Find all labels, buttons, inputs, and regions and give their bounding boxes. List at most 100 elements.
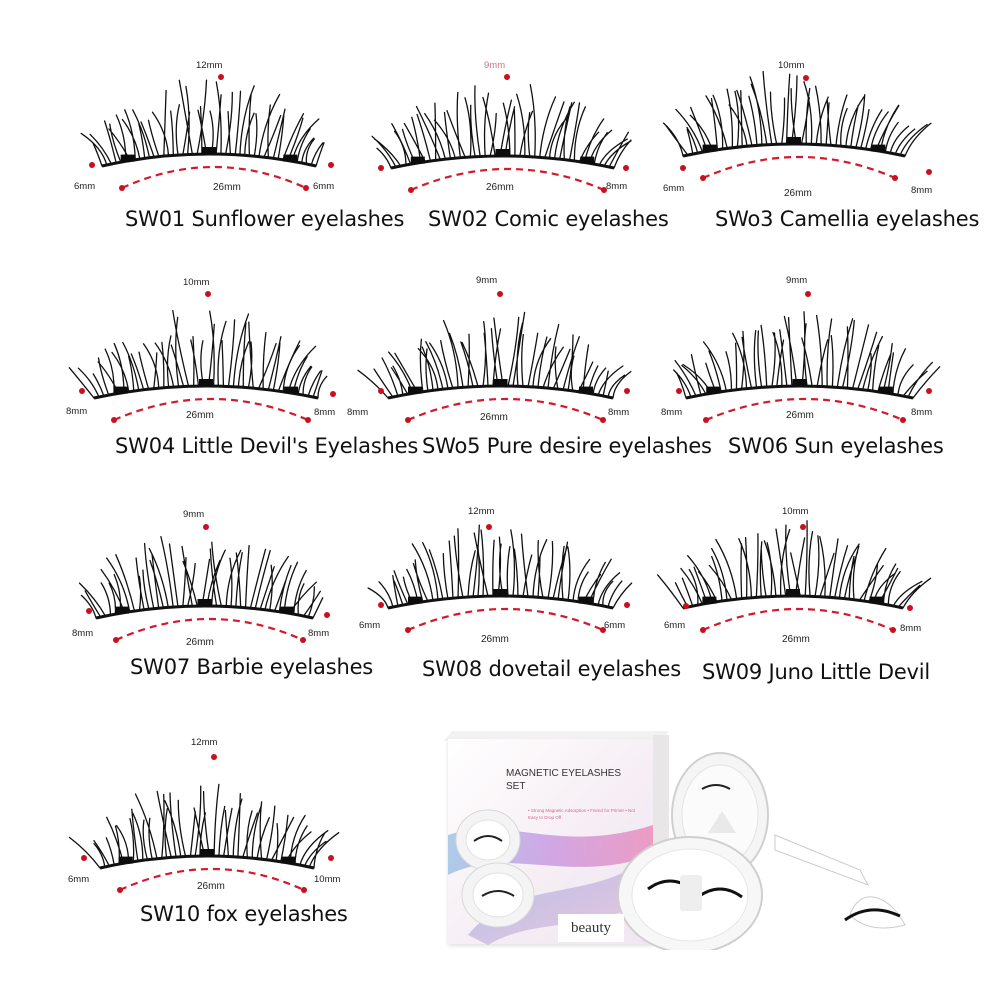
measure-dot [305,417,311,423]
magnet [408,596,422,604]
measure-dot [328,855,334,861]
width-arc [407,397,604,422]
magnet [579,596,593,604]
top-length-label: 9mm [183,509,205,520]
width-label: 26mm [481,634,509,645]
measure-dot [303,185,309,191]
width-label: 26mm [480,412,508,423]
right-length-label: 8mm [308,628,330,639]
measure-dot [683,603,689,609]
magnet [115,606,129,614]
measure-dot [79,388,85,394]
lash-strands [662,70,932,157]
measure-dot [378,602,384,608]
measure-dot [601,187,607,193]
width-label: 26mm [213,182,241,193]
magnet [878,386,893,394]
measure-dot [405,627,411,633]
magnet [408,386,422,394]
magnet [284,386,299,394]
style-name: SWo3 Camellia eyelashes [715,207,980,231]
style-name: SW06 Sun eyelashes [728,434,944,458]
width-arc [702,155,896,180]
right-length-label: 8mm [314,407,336,418]
measure-dot [86,608,92,614]
measure-dot [301,887,307,893]
magnet [702,596,717,604]
left-length-label: 8mm [66,406,88,417]
style-name: SW01 Sunflower eyelashes [125,207,405,231]
width-arc [121,165,307,190]
measure-dot [330,391,336,397]
top-length-label: 12mm [468,506,495,517]
measure-dot [300,637,306,643]
lash-strands [367,524,633,609]
magnet [410,156,425,164]
lash-strands [371,84,632,169]
measure-dot [378,388,384,394]
measure-dot [676,388,682,394]
measure-dot [623,165,629,171]
product-package-photo: MAGNETIC EYELASHES SET • Strong Magnetic… [440,725,910,950]
magnet [580,156,595,164]
top-length-label: 10mm [778,60,805,71]
left-length-label: 8mm [347,407,369,418]
style-name: SW07 Barbie eyelashes [130,655,374,679]
measure-dot [600,417,606,423]
measure-dot [497,291,503,297]
top-length-label: 10mm [183,277,210,288]
measure-dot [600,627,606,633]
magnet [118,856,133,864]
width-label: 26mm [186,637,214,648]
measure-dot [800,524,806,530]
lash-strands [80,79,325,167]
measure-dot [117,887,123,893]
right-length-label: 8mm [911,185,933,196]
magnet [702,144,717,152]
lash-strands [78,535,324,619]
magnet [113,386,128,394]
left-length-label: 8mm [661,407,683,418]
magnet [280,606,294,614]
measure-dot [408,187,414,193]
right-length-label: 8mm [911,407,933,418]
magnet [283,154,298,162]
measure-dot [81,855,87,861]
lash-cases-illustration [455,752,906,950]
magnet [200,849,214,856]
measure-dot [211,754,217,760]
top-length-label: 12mm [196,60,223,71]
width-arc [113,397,309,422]
measure-dot [218,74,224,80]
magnet [786,589,800,596]
measure-dot [205,291,211,297]
package-title: MAGNETIC EYELASHES SET [506,768,622,792]
measure-dot [890,627,896,633]
magnet [792,379,807,386]
top-length-label: 9mm [476,275,498,286]
magnet [579,386,593,394]
measure-dot [378,165,384,171]
beauty-label: beauty [558,914,624,942]
left-length-label: 6mm [359,620,381,631]
style-name: SWo5 Pure desire eyelashes [422,434,712,458]
measure-dot [624,602,630,608]
style-name: SW04 Little Devil's Eyelashes [115,434,419,458]
style-name: SW08 dovetail eyelashes [422,657,681,681]
measure-dot [892,175,898,181]
magnet [871,144,886,152]
width-label: 26mm [784,188,812,199]
width-label: 26mm [786,410,814,421]
left-length-label: 6mm [664,620,686,631]
measure-dot [486,524,492,530]
measure-dot [89,162,95,168]
lash-strands [68,310,328,399]
